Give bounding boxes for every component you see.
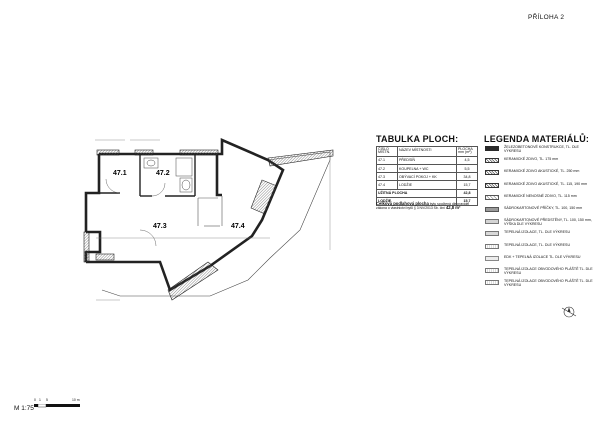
area-note-body: bytu spočtená dle pravidel zákona o vlas… — [376, 202, 470, 211]
legend-item: SÁDROKARTONOVÉ PŘEDSTĚNY, TL. 100, 150 m… — [484, 218, 596, 230]
north-arrow-icon — [561, 306, 577, 318]
legend-item: TEPELNÁ IZOLACE OBVODOVÉHO PLÁŠTĚ TL. DL… — [484, 267, 596, 279]
legend-item: KERAMICKÉ ZDIVO AKUSTICKÉ, TL. 250 mm — [484, 169, 596, 181]
table-row: 47.1 PŘEDSÍŇ 4,5 — [376, 155, 478, 165]
area-table: ČÍSLO MÍSTN. NÁZEV MÍSTNOSTI PLOCHA mm (… — [376, 146, 478, 206]
legend-text: SÁDROKARTONOVÉ PŘÍČKY, TL. 100, 150 mm — [504, 206, 583, 210]
area-note: Celková podlahová plocha bytu spočtená d… — [376, 201, 478, 211]
area-note-value: 42,8 m² — [445, 205, 461, 211]
legend-text: TEPELNÁ IZOLACE, TL. DLE VÝKRESU — [504, 230, 571, 235]
legend-swatch — [485, 255, 499, 261]
scale-tick-1: 1 — [39, 398, 41, 402]
room-label-47-2: 47.2 — [156, 170, 170, 177]
room-number: 47.2 — [376, 163, 398, 174]
legend-swatch — [485, 268, 499, 273]
total-row: UŽITNÁ PLOCHA 42,8 — [376, 188, 478, 198]
legend-swatch — [485, 170, 499, 176]
legend-item: SÁDROKARTONOVÉ PŘÍČKY, TL. 100, 150 mm — [484, 206, 596, 218]
scale-bar — [34, 404, 80, 408]
legend-text: TEPELNÁ IZOLACE OBVODOVÉHO PLÁŠTĚ TL. DL… — [504, 279, 593, 288]
room-name: KOUPELNA + WC — [397, 163, 457, 174]
legend-item: TEPELNÁ IZOLACE, TL. DLE VÝKRESU — [484, 243, 596, 255]
room-area: 15,7 — [456, 180, 478, 190]
room-area: 34,8 — [456, 172, 478, 182]
area-table-header: ČÍSLO MÍSTN. NÁZEV MÍSTNOSTI PLOCHA mm (… — [376, 146, 478, 157]
room-area: 4,5 — [456, 155, 478, 165]
legend-swatch — [485, 231, 499, 237]
legend-text: KERAMICKÉ NENOSNÉ ZDIVO, TL. 115 mm — [504, 193, 577, 198]
legend-item: ŽELEZOBETONOVÉ KONSTRUKCE, TL. DLE VÝKRE… — [484, 145, 596, 157]
legend-title: LEGENDA MATERIÁLŮ: — [484, 134, 590, 144]
kitchen-counter — [197, 196, 223, 227]
bathroom-fixtures — [143, 157, 193, 193]
attachment-label: PŘÍLOHA 2 — [528, 14, 565, 21]
legend-swatch — [485, 182, 499, 188]
legend-text: TEPELNÁ IZOLACE OBVODOVÉHO PLÁŠTĚ TL. DL… — [504, 267, 593, 276]
scale-label: M 1:75 — [14, 405, 34, 412]
legend-swatch — [485, 243, 499, 249]
room-name: OBÝVACÍ POKOJ + KK — [397, 172, 457, 182]
legend-item: TEPELNÁ IZOLACE OBVODOVÉHO PLÁŠTĚ TL. DL… — [484, 279, 596, 291]
legend-item: TEPELNÁ IZOLACE, TL. DLE VÝKRESU — [484, 230, 596, 242]
table-row: 47.3 OBÝVACÍ POKOJ + KK 34,8 — [376, 172, 478, 182]
door-swings — [105, 178, 166, 247]
exterior-walls — [84, 138, 285, 292]
legend-item: EDK + TEPELNÁ IZOLACE TL. DLE VÝKRESU — [484, 255, 596, 267]
legend-text: EDK + TEPELNÁ IZOLACE TL. DLE VÝKRESU — [504, 254, 581, 259]
room-number: 47.1 — [376, 155, 398, 165]
legend-swatch — [485, 194, 499, 200]
column-header-number: ČÍSLO MÍSTN. — [376, 146, 398, 157]
room-label-47-1: 47.1 — [113, 170, 127, 177]
room-number: 47.4 — [376, 180, 398, 190]
room-name: LODŽIE — [397, 180, 457, 190]
legend-swatch — [485, 219, 499, 225]
scale-tick-10: 10 m — [72, 398, 80, 402]
area-table-title: TABULKA PLOCH: — [376, 134, 459, 144]
area-note-lead: Celková podlahová plocha — [376, 201, 429, 206]
legend-swatch — [485, 280, 499, 286]
room-label-47-4: 47.4 — [231, 223, 245, 230]
legend-text: KERAMICKÉ ZDIVO, TL. 175 mm — [504, 157, 559, 162]
legend-text: ŽELEZOBETONOVÉ KONSTRUKCE, TL. DLE VÝKRE… — [504, 145, 579, 154]
legend-text: KERAMICKÉ ZDIVO AKUSTICKÉ, TL. 250 mm — [504, 169, 580, 174]
legend-item: KERAMICKÉ NENOSNÉ ZDIVO, TL. 115 mm — [484, 194, 596, 206]
legend-item: KERAMICKÉ ZDIVO, TL. 175 mm — [484, 157, 596, 169]
room-area: 5,5 — [456, 163, 478, 174]
scale-tick-0: 0 — [34, 398, 36, 402]
legend-text: KERAMICKÉ ZDIVO AKUSTICKÉ, TL. 115, 190 … — [504, 181, 588, 186]
column-header-room-name: NÁZEV MÍSTNOSTI — [397, 146, 457, 157]
room-label-47-3: 47.3 — [153, 223, 167, 230]
loggia-value: 15,7 — [456, 196, 478, 206]
scale-tick-5: 5 — [46, 398, 48, 402]
dimension-lines — [95, 139, 270, 301]
legend-swatch — [485, 207, 499, 212]
legend-swatch — [485, 146, 499, 151]
internal-partitions — [99, 154, 196, 197]
table-row: 47.2 KOUPELNA + WC 5,5 — [376, 163, 478, 174]
column-header-area: PLOCHA mm (m²) — [456, 146, 478, 157]
total-label: UŽITNÁ PLOCHA — [376, 188, 457, 198]
legend-swatch — [485, 158, 499, 164]
loggia-row: LODŽIE 15,7 — [376, 196, 478, 206]
legend-text: TEPELNÁ IZOLACE, TL. DLE VÝKRESU — [504, 242, 571, 247]
room-name: PŘEDSÍŇ — [397, 155, 457, 165]
legend-item: KERAMICKÉ ZDIVO AKUSTICKÉ, TL. 115, 190 … — [484, 182, 596, 194]
hatched-walls — [83, 149, 334, 301]
legend-text: SÁDROKARTONOVÉ PŘEDSTĚNY, TL. 100, 150 m… — [504, 218, 592, 227]
table-row: 47.4 LODŽIE 15,7 — [376, 180, 478, 190]
total-value: 42,8 — [456, 188, 478, 198]
room-number: 47.3 — [376, 172, 398, 182]
